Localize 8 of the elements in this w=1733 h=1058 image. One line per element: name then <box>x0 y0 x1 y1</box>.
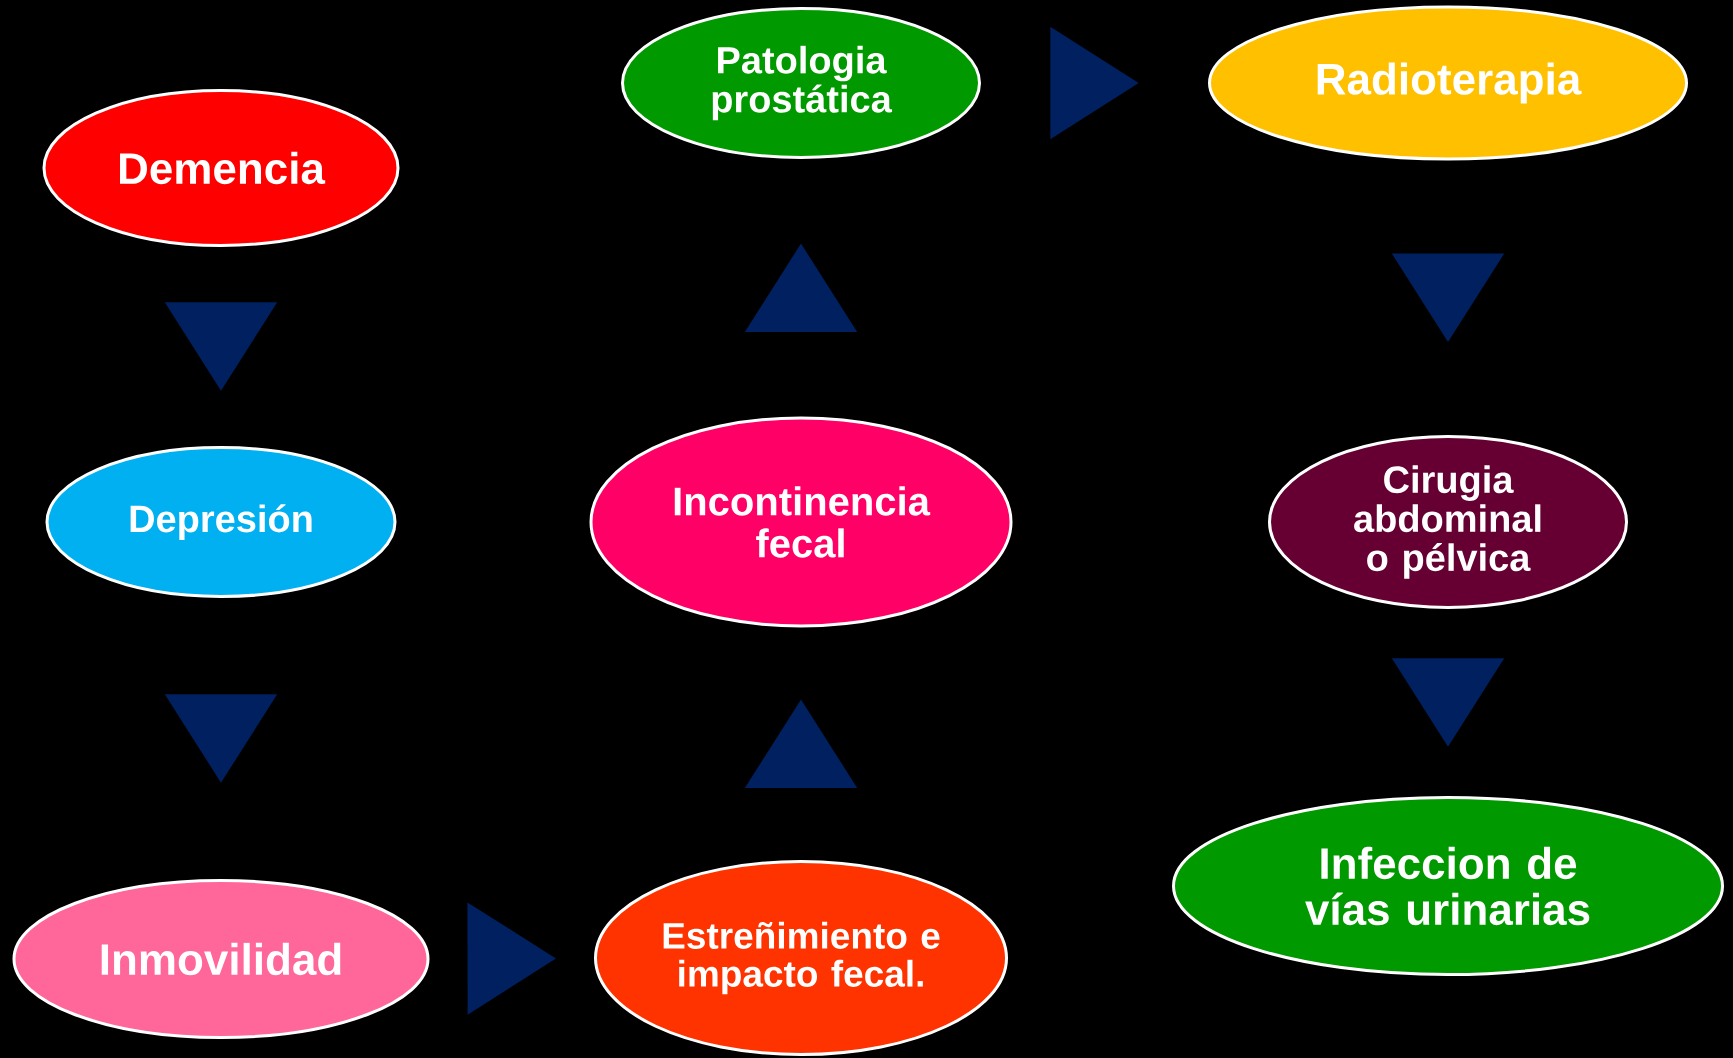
triangle-arrow <box>164 302 278 391</box>
triangle-arrow <box>467 902 556 1015</box>
triangle-arrow <box>1391 658 1505 747</box>
triangle-arrow <box>1050 26 1139 140</box>
triangle-arrow <box>744 699 858 788</box>
triangle-arrow <box>1391 253 1505 342</box>
triangle-arrow <box>164 694 278 783</box>
triangle-arrow <box>744 243 858 332</box>
